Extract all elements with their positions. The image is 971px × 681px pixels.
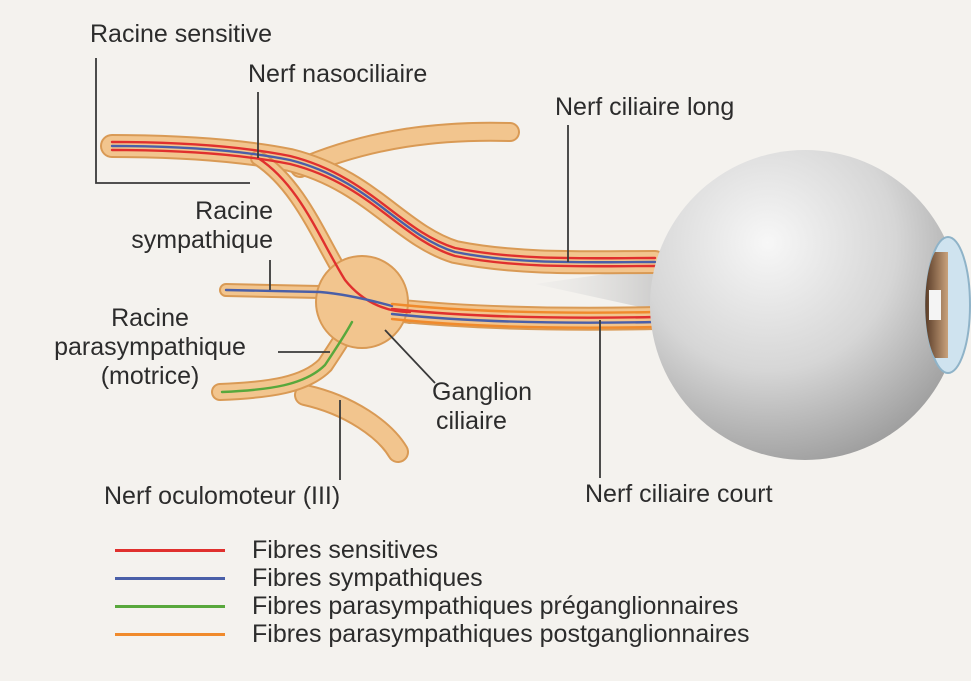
ganglion-ciliaire [316,256,408,348]
legend-label: Fibres sympathiques [252,564,483,592]
legend-label: Fibres sensitives [252,536,438,564]
leader-ganglion-ciliaire [385,330,435,383]
legend-swatch [115,577,225,580]
leader-racine-sensitive [96,58,250,183]
label-racine-sensitive: Racine sensitive [90,20,272,49]
legend-swatch [115,549,225,552]
label-racine-parasympathique-line1: Racine [25,304,275,333]
label-racine-parasympathique-line2: parasympathique [25,333,275,362]
label-ganglion-ciliaire-line1: Ganglion [432,378,532,407]
label-racine-parasympathique-line3: (motrice) [25,362,275,391]
legend-swatch [115,633,225,636]
label-racine-sympathique: Racine sympathique [90,197,273,255]
label-racine-parasympathique: Racine parasympathique (motrice) [25,304,275,391]
label-nerf-ciliaire-long: Nerf ciliaire long [555,93,734,122]
label-nerf-nasociliaire: Nerf nasociliaire [248,60,427,89]
label-nerf-oculomoteur: Nerf oculomoteur (III) [104,482,340,511]
label-racine-sympathique-line2: sympathique [90,226,273,255]
branch-oculomotor-lower [305,395,398,452]
lens [929,290,941,320]
label-nerf-ciliaire-court: Nerf ciliaire court [585,480,773,509]
legend-swatch [115,605,225,608]
legend-label: Fibres parasympathiques postganglionnair… [252,620,750,648]
label-ganglion-ciliaire-line2: ciliaire [432,407,532,436]
label-racine-sympathique-line1: Racine [90,197,273,226]
legend-label: Fibres parasympathiques préganglionnaire… [252,592,738,620]
label-ganglion-ciliaire: Ganglion ciliaire [432,378,532,436]
eyeball [650,150,970,460]
